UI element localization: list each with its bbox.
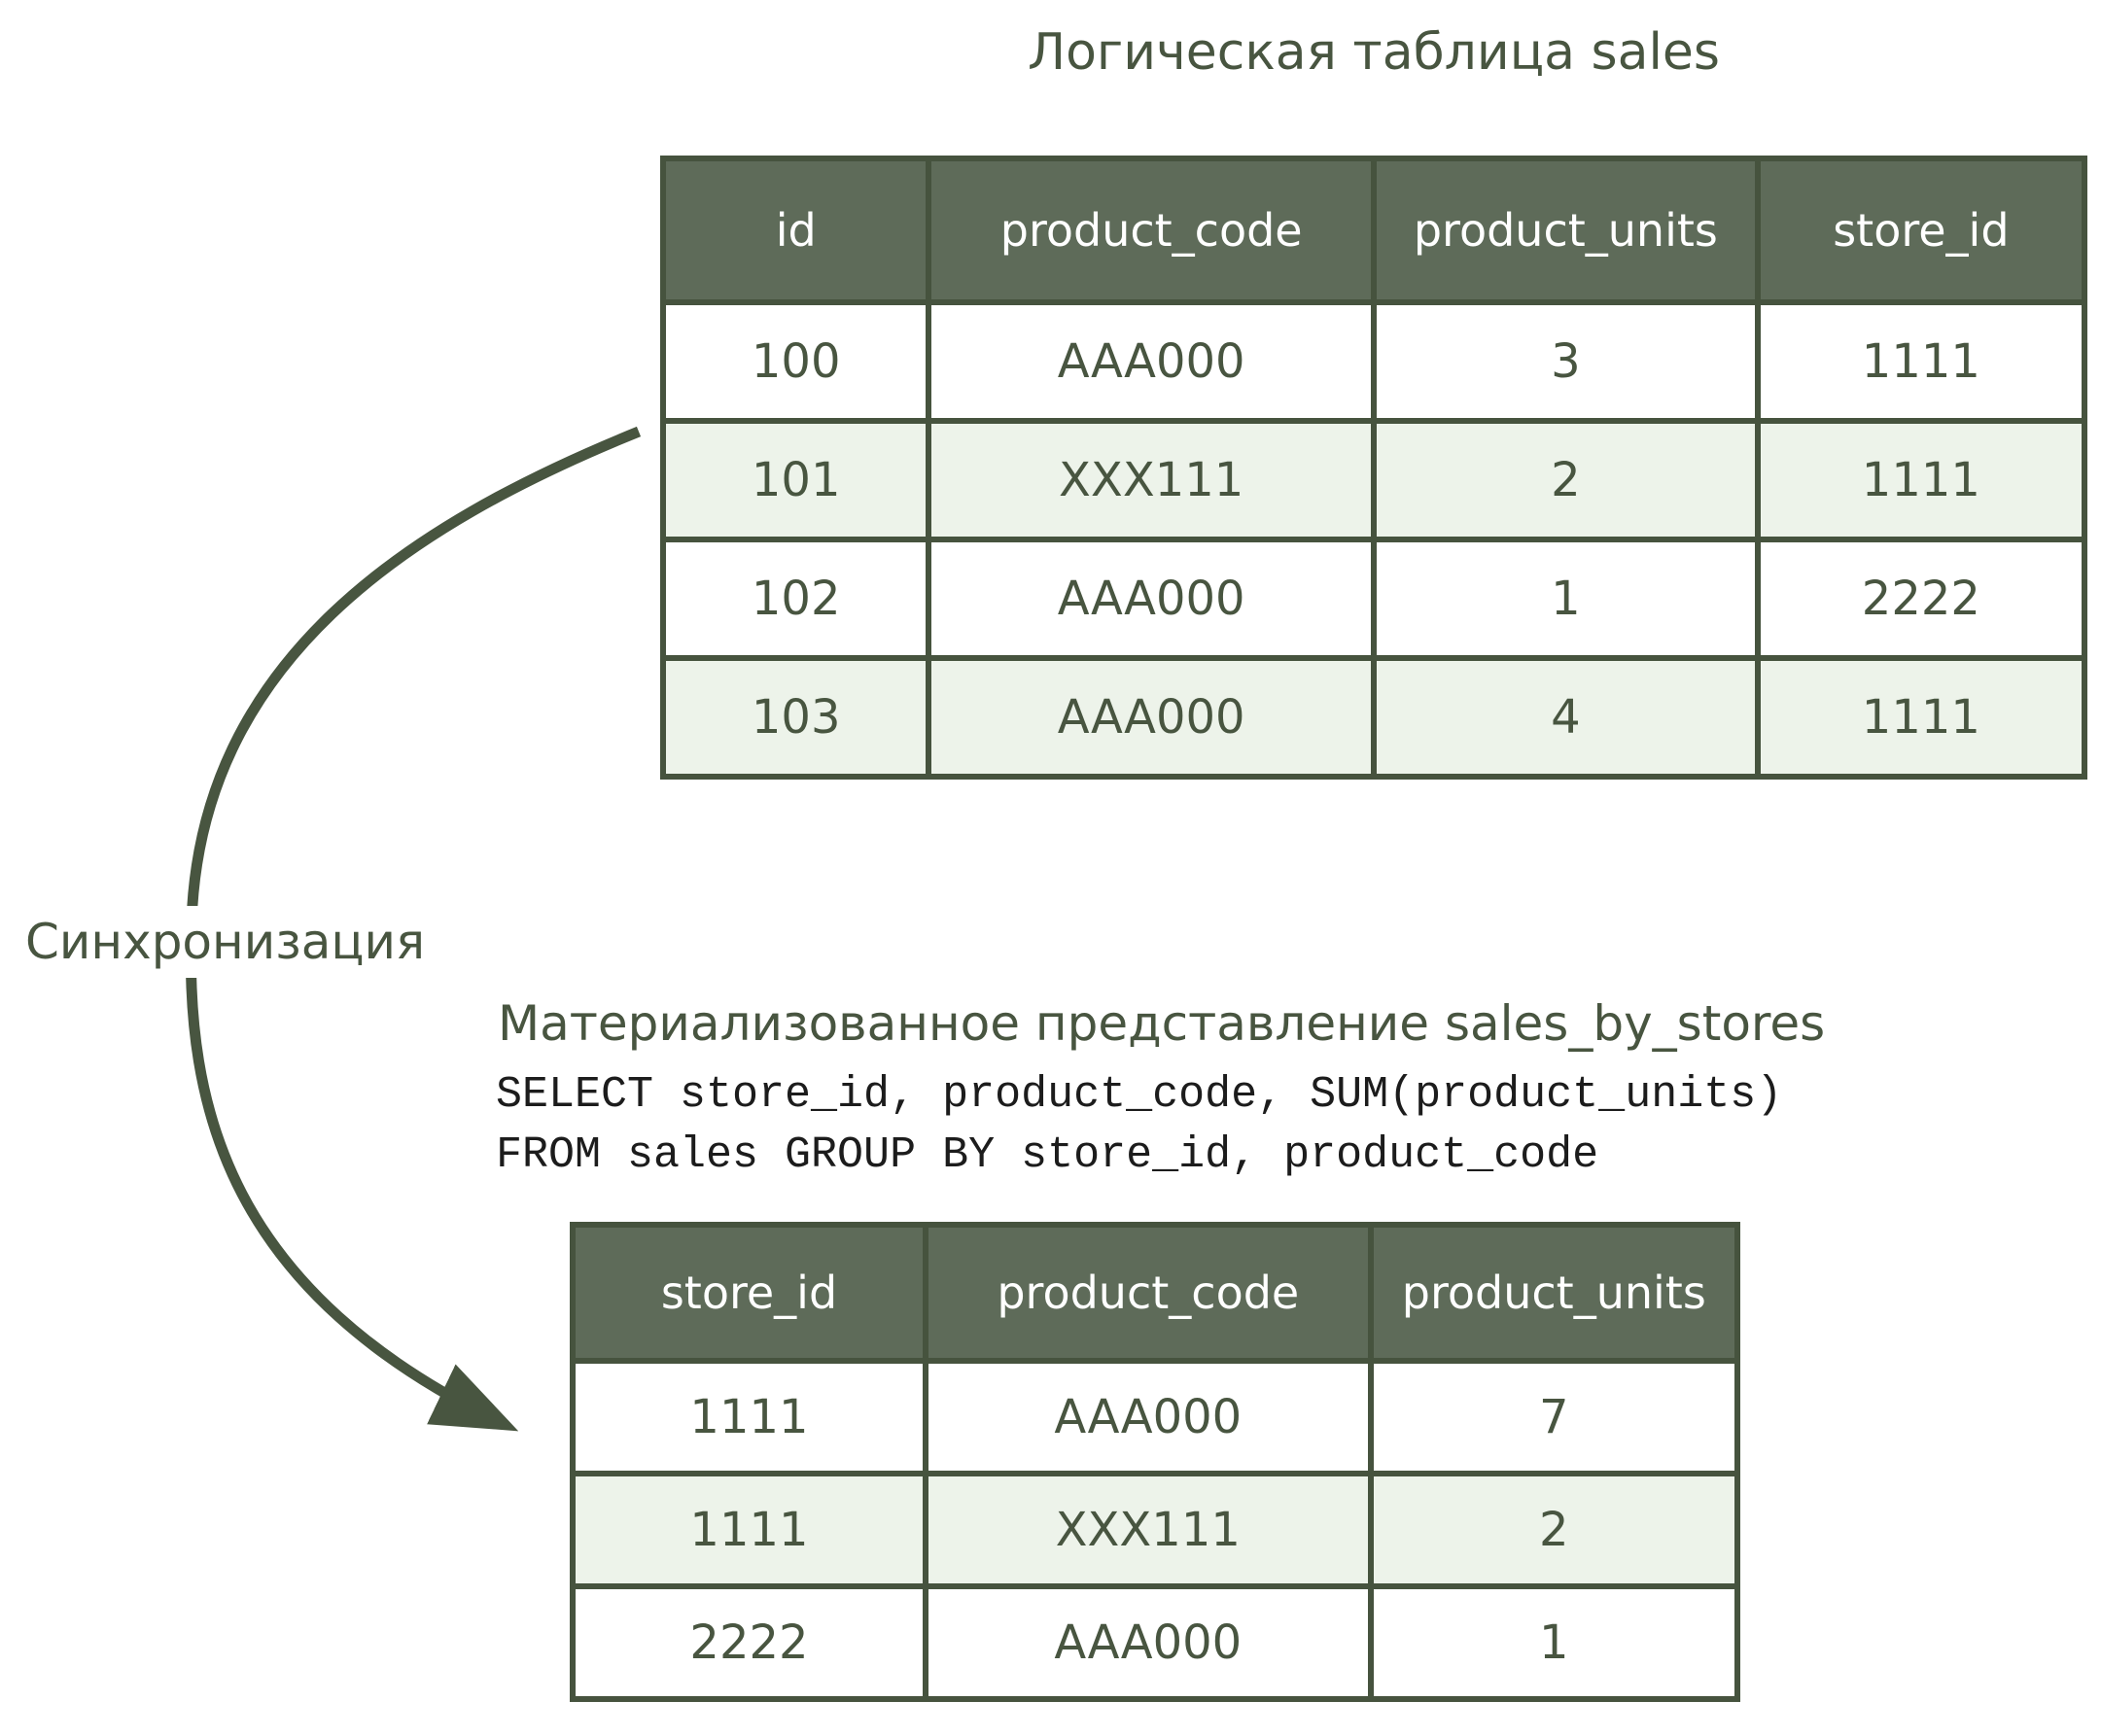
column-header: product_units: [1370, 156, 1761, 305]
column-header: store_id: [1754, 156, 2088, 305]
sync-label: Синхронизация: [12, 906, 439, 978]
table-cell: 3: [1370, 299, 1761, 424]
table-cell: AAA000: [922, 1583, 1374, 1702]
table-cell: 4: [1370, 655, 1761, 780]
table-cell: XXX111: [922, 1471, 1374, 1589]
table-cell: 100: [659, 299, 932, 424]
table-cell: 1111: [570, 1471, 928, 1589]
table-cell: 2222: [1754, 537, 2088, 661]
sql-line-1: SELECT store_id, product_code, SUM(produ…: [496, 1070, 1783, 1120]
sql-line-2: FROM sales GROUP BY store_id, product_co…: [496, 1130, 1599, 1180]
table-cell: AAA000: [922, 1358, 1374, 1476]
table-cell: 1111: [1754, 299, 2088, 424]
sql-query: SELECT store_id, product_code, SUM(produ…: [496, 1065, 1782, 1186]
table-cell: 1111: [570, 1358, 928, 1476]
table-cell: AAA000: [926, 299, 1377, 424]
table-cell: 101: [659, 418, 932, 542]
table-cell: 1: [1367, 1583, 1741, 1702]
table-cell: 2: [1370, 418, 1761, 542]
column-header: store_id: [570, 1222, 928, 1364]
column-header: product_units: [1367, 1222, 1741, 1364]
table-cell: AAA000: [926, 655, 1377, 780]
column-header: product_code: [922, 1222, 1374, 1364]
table-cell: XXX111: [926, 418, 1377, 542]
column-header: id: [659, 156, 932, 305]
table-cell: 1: [1370, 537, 1761, 661]
column-header: product_code: [926, 156, 1377, 305]
materialized-view-title: Материализованное представление sales_by…: [498, 995, 1826, 1052]
table-cell: AAA000: [926, 537, 1377, 661]
table-cell: 1111: [1754, 418, 2088, 542]
table-cell: 103: [659, 655, 932, 780]
table-cell: 2: [1367, 1471, 1741, 1589]
table-cell: 7: [1367, 1358, 1741, 1476]
table-cell: 1111: [1754, 655, 2088, 780]
table-cell: 102: [659, 537, 932, 661]
logical-table-title: Логическая таблица sales: [1028, 23, 1720, 82]
table-cell: 2222: [570, 1583, 928, 1702]
